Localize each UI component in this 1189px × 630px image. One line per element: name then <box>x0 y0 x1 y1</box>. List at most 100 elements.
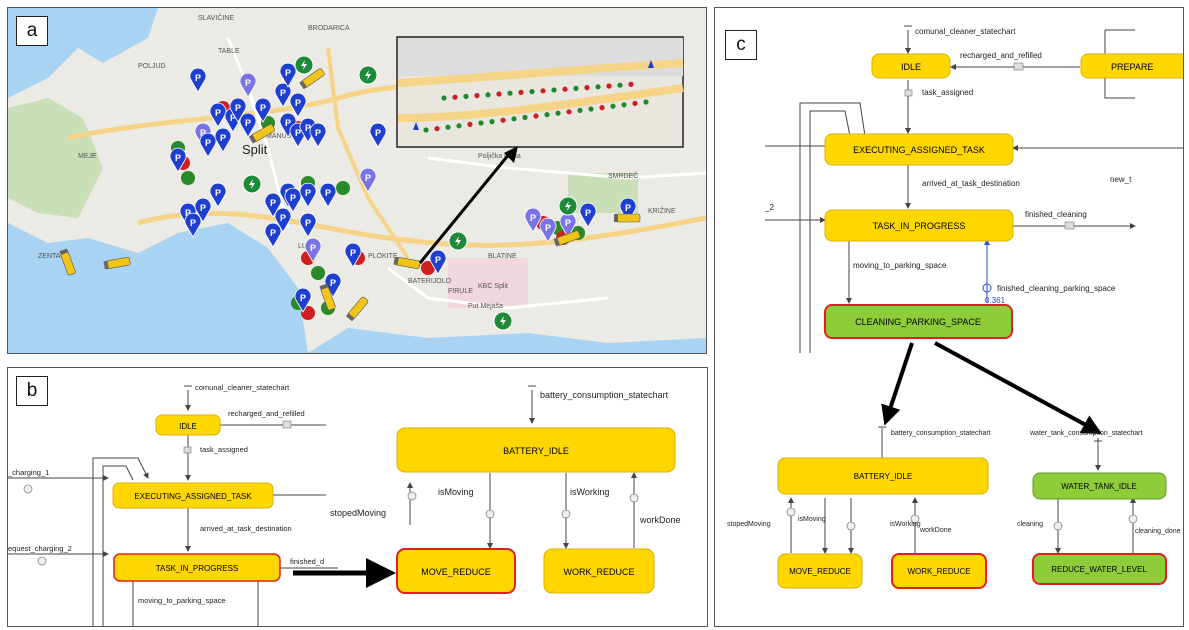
map-place-label: FIRULE <box>448 288 473 295</box>
svg-text:P: P <box>260 103 266 113</box>
parking-pin-icon[interactable]: P <box>579 202 597 228</box>
statechart-panel-b: b <box>7 367 708 627</box>
parking-pin-icon[interactable]: P <box>294 287 312 313</box>
state-idle-b[interactable]: IDLE <box>155 414 221 436</box>
parking-pin-icon[interactable]: P <box>299 212 317 238</box>
state-idle-label: IDLE <box>179 422 197 431</box>
parking-pin-icon[interactable]: P <box>309 122 327 148</box>
cleaning-vehicle-icon[interactable] <box>614 213 641 223</box>
parking-pin-icon[interactable]: P <box>619 197 637 223</box>
parking-pin-icon[interactable]: P <box>369 122 387 148</box>
state-move-reduce-b[interactable]: MOVE_REDUCE <box>396 548 516 594</box>
state-in-progress-c[interactable]: TASK_IN_PROGRESS <box>824 209 1014 242</box>
charging-station-icon[interactable] <box>448 231 468 251</box>
parking-pin-icon[interactable]: P <box>169 147 187 173</box>
charging-station-icon[interactable] <box>358 65 378 85</box>
cleaning-vehicle-icon[interactable] <box>299 68 325 90</box>
parking-pin-icon[interactable]: P <box>304 237 322 263</box>
parking-pin-icon[interactable]: P <box>359 167 377 193</box>
map-place-label: BATERIJOLO <box>408 278 452 285</box>
map-place-label: BLATINE <box>488 253 517 260</box>
state-in-progress-b[interactable]: TASK_IN_PROGRESS <box>113 553 281 582</box>
vehicle-cluster <box>311 266 325 280</box>
cleaning-vehicle-icon[interactable] <box>393 256 421 270</box>
state-prepare-c[interactable]: PREPARE <box>1080 53 1183 79</box>
parking-pin-icon[interactable]: P <box>184 212 202 238</box>
svg-text:P: P <box>290 193 296 203</box>
vehicle-cluster <box>336 181 350 195</box>
parking-pin-icon[interactable]: P <box>274 207 292 233</box>
state-executing-c[interactable]: EXECUTING_ASSIGNED_TASK <box>824 133 1014 166</box>
map-place-label: KBC Split <box>478 283 508 290</box>
cleaning-vehicle-icon[interactable] <box>248 123 276 144</box>
state-battery-idle-c[interactable]: BATTERY_IDLE <box>777 457 989 495</box>
state-water-idle-c[interactable]: WATER_TANK_IDLE <box>1032 472 1167 500</box>
parking-pin-icon[interactable]: P <box>239 112 257 138</box>
map-place-label: Poljička cesta <box>478 153 521 160</box>
transition-is-working: isWorking <box>570 487 609 497</box>
charging-station-icon[interactable] <box>242 174 262 194</box>
parking-pin-icon[interactable]: P <box>189 67 207 93</box>
parking-pin-icon[interactable]: P <box>319 182 337 208</box>
statechart-root-label: comunal_cleaner_statechart <box>195 383 290 392</box>
map-inset <box>396 36 684 148</box>
svg-text:P: P <box>305 218 311 228</box>
parking-pin-icon[interactable]: P <box>274 82 292 108</box>
cleaning-vehicle-icon[interactable] <box>103 256 131 270</box>
transition-work-done: workDone <box>639 515 681 525</box>
parking-pin-icon[interactable]: P <box>194 197 212 223</box>
state-idle-c[interactable]: IDLE <box>871 53 951 79</box>
parking-pin-icon[interactable]: P <box>279 112 297 138</box>
parking-pin-icon[interactable]: P <box>254 97 272 123</box>
cleaning-vehicle-icon[interactable] <box>59 248 76 276</box>
parking-pin-icon[interactable]: P <box>344 242 362 268</box>
svg-text:P: P <box>205 138 211 148</box>
parking-pin-icon[interactable]: P <box>279 62 297 88</box>
transition-c-finished-ps: finished_cleaning_parking_space <box>997 284 1116 293</box>
parking-pin-icon[interactable]: P <box>539 217 557 243</box>
parking-pin-icon[interactable]: P <box>209 182 227 208</box>
state-reduce-water-c[interactable]: REDUCE_WATER_LEVEL <box>1032 553 1167 585</box>
parking-pin-icon[interactable]: P <box>229 97 247 123</box>
state-battery-idle-c-label: BATTERY_IDLE <box>854 472 912 481</box>
state-move-reduce-c[interactable]: MOVE_REDUCE <box>777 553 863 589</box>
parking-pin-icon[interactable]: P <box>264 222 282 248</box>
svg-text:P: P <box>270 228 276 238</box>
charging-station-icon[interactable] <box>558 196 578 216</box>
parking-pin-icon[interactable]: P <box>524 207 542 233</box>
charging-station-icon[interactable] <box>294 55 314 75</box>
state-cleaning-c[interactable]: CLEANING_PARKING_SPACE <box>824 304 1013 339</box>
state-work-reduce-c-label: WORK_REDUCE <box>907 567 970 576</box>
parking-pin-icon[interactable]: P <box>264 192 282 218</box>
svg-text:P: P <box>565 218 571 228</box>
svg-text:P: P <box>585 208 591 218</box>
statechart-b-canvas: IDLE EXECUTING_ASSIGNED_TASK TASK_IN_PRO… <box>8 383 681 626</box>
parking-pin-icon[interactable]: P <box>284 187 302 213</box>
state-work-reduce-b[interactable]: WORK_REDUCE <box>543 548 655 594</box>
transition-c-moving: moving_to_parking_space <box>853 261 947 270</box>
parking-pin-icon[interactable]: P <box>324 272 342 298</box>
state-executing-b[interactable]: EXECUTING_ASSIGNED_TASK <box>112 482 274 509</box>
parking-pin-icon[interactable]: P <box>199 132 217 158</box>
parking-pin-icon[interactable]: P <box>289 92 307 118</box>
map-place-label: MEJE <box>78 153 97 160</box>
svg-text:P: P <box>285 118 291 128</box>
svg-text:P: P <box>315 128 321 138</box>
map-place-label: BRODARICA <box>308 25 350 32</box>
parking-pin-icon[interactable]: P <box>429 249 447 275</box>
map-panel[interactable]: a SLAVIČINEBRODARICATABLEMANUŠLUČACPLOKI… <box>7 7 707 354</box>
map-canvas[interactable]: SLAVIČINEBRODARICATABLEMANUŠLUČACPLOKITE… <box>8 8 706 353</box>
charging-station-icon[interactable] <box>493 311 513 331</box>
state-battery-idle-b[interactable]: BATTERY_IDLE <box>396 427 676 473</box>
svg-text:P: P <box>365 173 371 183</box>
transition-moving: moving_to_parking_space <box>138 596 226 605</box>
cleaning-vehicle-icon[interactable] <box>345 296 369 322</box>
parking-pin-icon[interactable]: P <box>299 182 317 208</box>
panel-label-b: b <box>16 376 48 406</box>
parking-pin-icon[interactable]: P <box>239 72 257 98</box>
cleaning-vehicle-icon[interactable] <box>319 283 336 311</box>
cleaning-vehicle-icon[interactable] <box>553 230 581 247</box>
state-executing-label: EXECUTING_ASSIGNED_TASK <box>134 492 252 501</box>
state-move-reduce-label: MOVE_REDUCE <box>421 567 491 577</box>
state-work-reduce-c[interactable]: WORK_REDUCE <box>891 553 987 589</box>
